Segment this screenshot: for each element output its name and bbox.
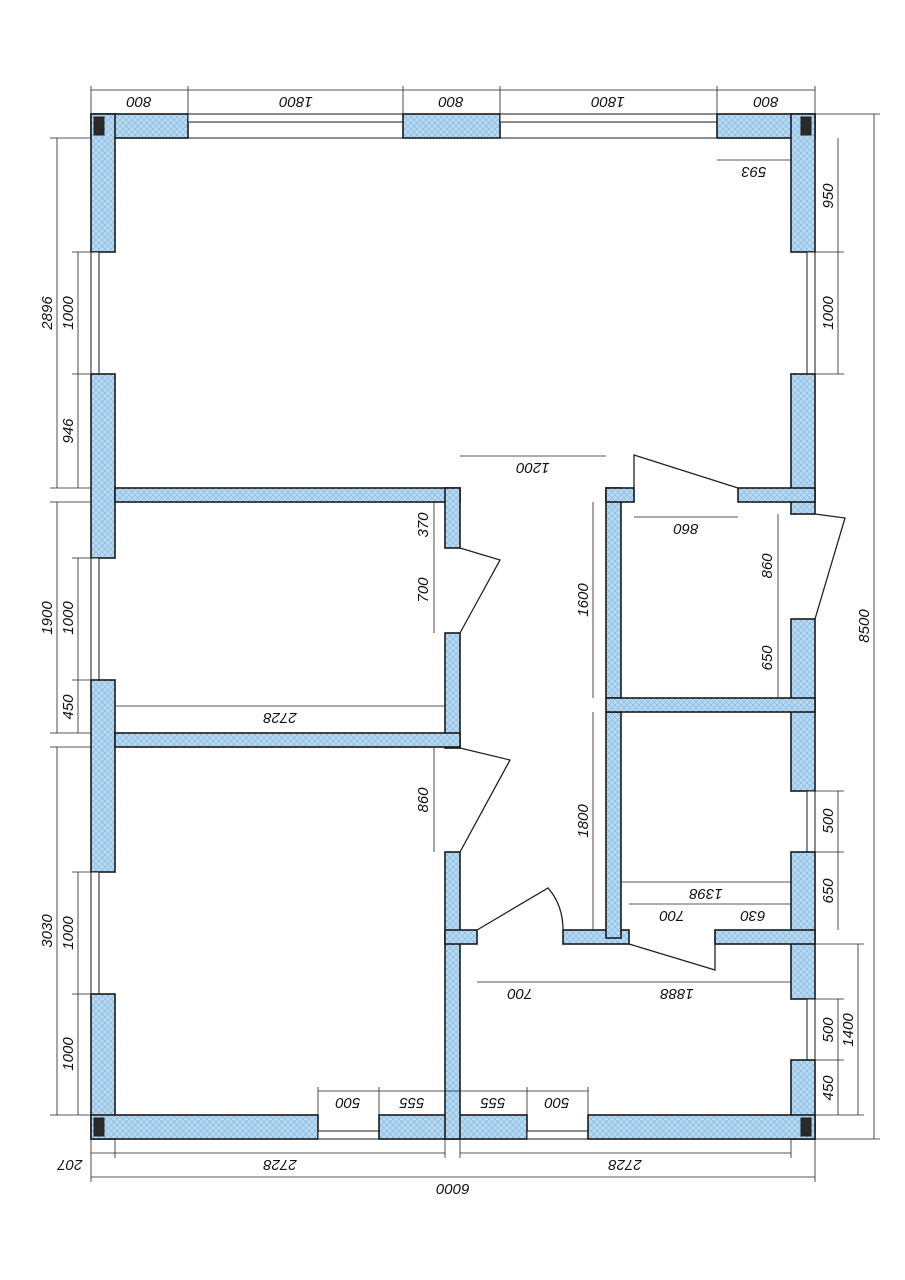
door-right-entry [814,513,846,620]
dim-center-860-top: 860 [673,520,699,537]
dim-bottom-555-a: 555 [399,1094,425,1111]
dim-bottom-2728-a: 2728 [263,1156,298,1173]
dim-left-946: 946 [60,418,77,444]
dim-center-1888: 1888 [660,985,694,1002]
door-bedroom-1 [459,547,501,634]
right-window-3 [806,998,816,1061]
dim-right-1000: 1000 [820,296,837,330]
partition-bath-left [444,929,478,945]
dim-left-1000-c: 1000 [60,916,77,950]
right-wall-4 [790,851,816,1000]
door-wc [628,930,716,971]
dim-right-1400: 1400 [840,1013,857,1047]
dim-bottom-6000: 6000 [436,1180,470,1197]
bottom-window-1 [317,1130,380,1140]
left-window-1 [90,251,100,375]
left-window-3 [90,871,100,995]
dim-top-800-b: 800 [438,93,464,110]
dim-center-1200: 1200 [516,459,550,476]
dim-center-370: 370 [415,512,432,538]
dim-center-860-door: 860 [415,787,432,813]
dim-bottom-2728-b: 2728 [608,1156,643,1173]
bottom-window-2 [526,1130,589,1140]
top-wall-mid [402,113,501,139]
corridor-wall-left-2 [444,632,461,749]
dim-right-650-b: 650 [820,878,837,904]
dim-right-650: 650 [759,645,776,671]
dim-left-1000-b: 1000 [60,601,77,635]
partition-top-right-a [605,487,635,503]
corridor-wall-left-1 [444,487,461,549]
corridor-wall-left-3 [444,851,461,1140]
dim-top-1800-b: 1800 [591,93,625,110]
top-window-right [499,113,718,123]
partition-mid-left [114,732,461,748]
dim-center-700-b: 700 [659,907,685,924]
partition-bath-right [714,929,816,945]
right-wall-1 [790,113,816,253]
dim-bottom-500-a: 500 [335,1094,361,1111]
left-wall-1 [90,113,116,253]
dim-right-950: 950 [820,183,837,209]
dim-left-2896: 2896 [39,296,56,331]
dimension-labels: 800 1800 800 1800 800 593 950 1000 860 6… [39,93,873,1197]
partition-top-right-b [737,487,816,503]
dim-593: 593 [741,163,767,180]
door-bedroom-2 [459,747,511,853]
dim-left-1900: 1900 [39,601,56,635]
corridor-wall-right-2 [605,711,622,939]
dim-center-700-c: 700 [507,985,533,1002]
dim-center-1800: 1800 [575,804,592,838]
doors [459,454,846,971]
left-wall-2 [90,373,116,559]
corridor-wall-right-1 [605,487,622,699]
dim-right-450: 450 [820,1075,837,1101]
right-window-1 [806,251,816,375]
dim-left-450: 450 [60,694,77,720]
dim-center-1398: 1398 [689,885,723,902]
dim-bottom-500-b: 500 [544,1094,570,1111]
left-window-2 [90,557,100,681]
dim-center-1600: 1600 [575,583,592,617]
dim-left-1000-a: 1000 [60,296,77,330]
dim-right-500-b: 500 [820,1017,837,1043]
dim-center-700-door: 700 [415,577,432,603]
dim-right-500-a: 500 [820,808,837,834]
bottom-wall-3 [587,1114,816,1140]
bottom-wall-1 [90,1114,319,1140]
dim-bottom-207: 207 [57,1156,84,1173]
dim-left-1000-d: 1000 [60,1037,77,1071]
interior-walls [114,487,816,1140]
dim-left-3030: 3030 [39,914,56,948]
left-wall-3 [90,679,116,873]
dim-top-800-a: 800 [126,93,152,110]
dim-right-860: 860 [759,553,776,579]
partition-mid-right [605,697,816,713]
right-window-2 [806,790,816,853]
dimension-lines [50,86,880,1182]
dim-bottom-555-b: 555 [480,1094,506,1111]
dim-top-800-c: 800 [753,93,779,110]
dim-center-2728: 2728 [263,709,298,726]
dim-center-630: 630 [740,907,766,924]
dim-top-1800-a: 1800 [279,93,313,110]
door-bath [476,887,564,931]
dim-right-8500: 8500 [856,609,873,643]
partition-top-left [114,487,461,503]
top-window-left [187,113,404,123]
door-top-right-room [633,454,739,502]
